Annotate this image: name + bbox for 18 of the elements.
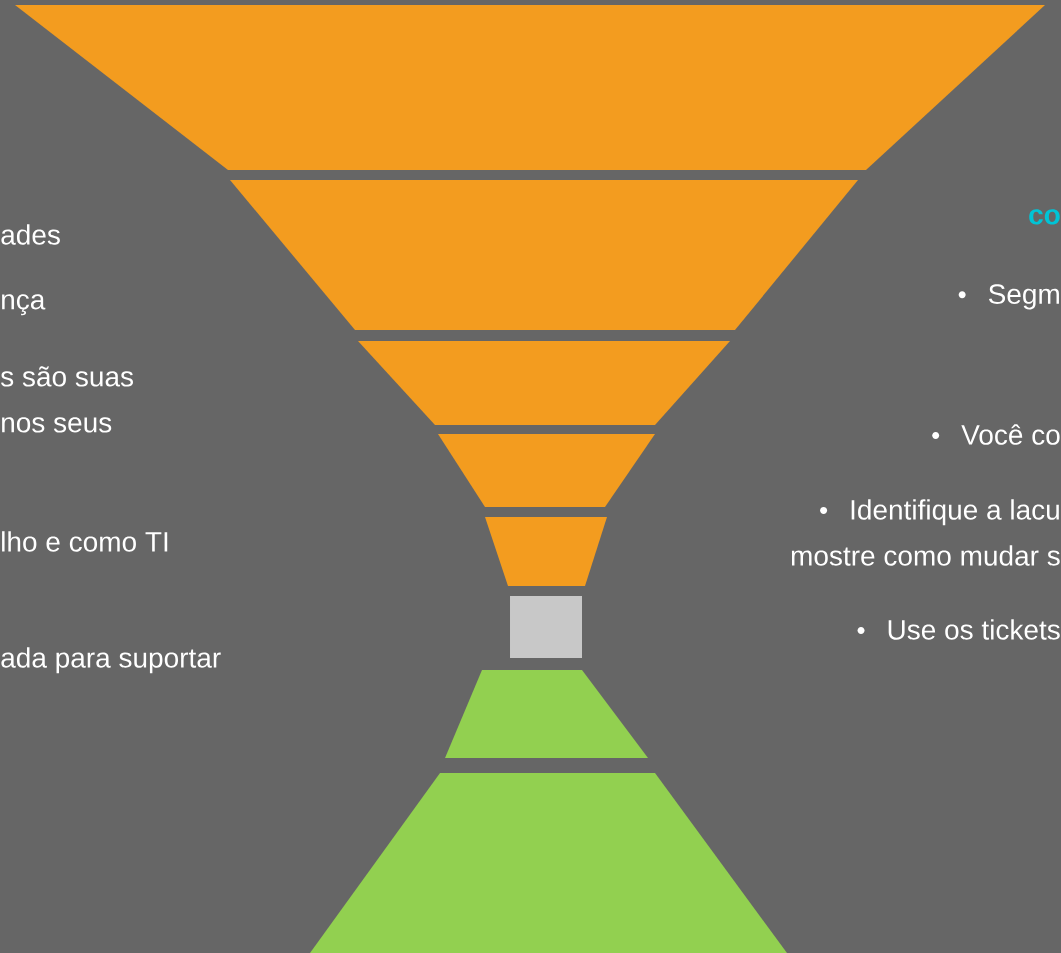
body-text: ades bbox=[1, 224, 60, 245]
body-text: nça bbox=[2, 294, 46, 316]
body-text: ada para suportar bbox=[1, 647, 221, 674]
square-block bbox=[510, 596, 582, 658]
funnel-segment bbox=[15, 5, 1045, 170]
funnel-segment bbox=[310, 773, 787, 953]
bullet-item: Segm bbox=[958, 284, 1059, 310]
funnel-segment bbox=[358, 341, 730, 425]
body-text: s são suas nos seus bbox=[1, 366, 133, 433]
bullet-item: Identifique a lacu mostre como mudar s bbox=[791, 499, 1060, 566]
bullet-item: Use os tickets bbox=[857, 619, 1060, 640]
bullet-item: Você co bbox=[932, 424, 1060, 445]
heading-text: co bbox=[1029, 209, 1060, 225]
funnel-segment bbox=[230, 180, 858, 330]
funnel-segment bbox=[485, 517, 607, 586]
body-text: lho e como TI bbox=[2, 531, 168, 552]
funnel-segment bbox=[438, 434, 655, 507]
funnel-segment bbox=[445, 670, 648, 758]
